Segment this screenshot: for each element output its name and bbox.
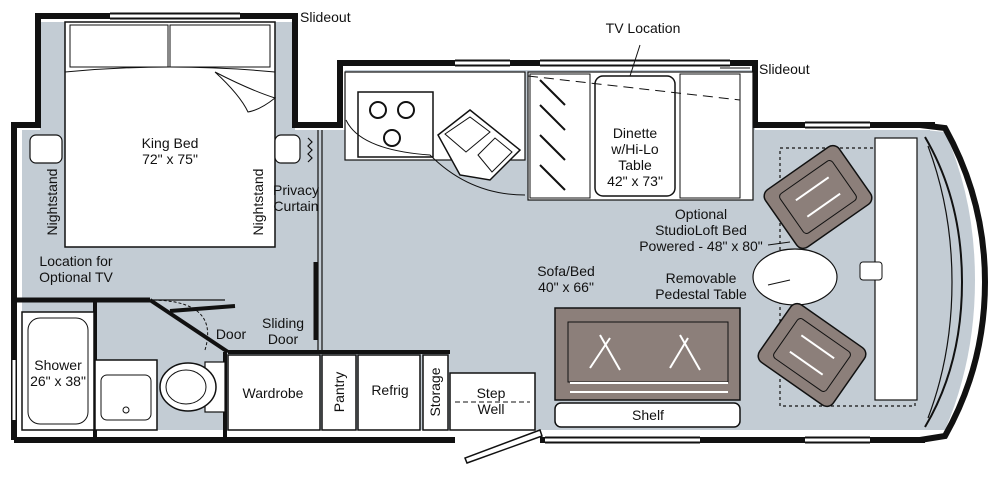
optional-tv-label-2: Optional TV — [39, 269, 113, 285]
step-well-label-2: Well — [477, 401, 505, 417]
bedroom — [14, 21, 323, 352]
shower-label: Shower — [34, 357, 82, 373]
dinette-table — [594, 75, 676, 197]
cabinet-row — [227, 354, 536, 431]
kitchen — [344, 71, 526, 196]
step-well-label-1: Step — [476, 385, 506, 401]
nightstand-left-shape — [29, 134, 63, 164]
king-bed-label: King Bed — [141, 135, 199, 151]
dinette-label-1: Dinette — [612, 125, 658, 141]
slideout-bedroom-label: Slideout — [300, 9, 351, 25]
shower-stall — [21, 311, 95, 431]
tv-location-label: TV Location — [605, 20, 681, 36]
dinette-label-2: w/Hi-Lo — [611, 141, 659, 157]
living-area — [554, 137, 918, 428]
sofa-bed-label-1: Sofa/Bed — [537, 263, 595, 279]
pillow-left — [69, 24, 169, 68]
sliding-door-label-1: Sliding — [261, 315, 305, 331]
refrig-box — [357, 354, 421, 431]
privacy-curtain-label-1: Privacy — [273, 182, 319, 198]
sofa-bed-label-2: 40" x 66" — [538, 279, 594, 295]
dinette-bench-left — [529, 73, 591, 199]
studioloft-label-2: StudioLoft Bed — [655, 222, 747, 238]
slideout-living-label: Slideout — [759, 61, 810, 77]
front-cap — [919, 122, 989, 443]
studioloft-label-1: Optional — [674, 206, 728, 222]
refrig-label: Refrig — [371, 382, 409, 398]
nightstand-right-label: Nightstand — [250, 168, 266, 236]
sliding-door-label-2: Door — [267, 331, 299, 347]
studioloft-label-3: Powered - 48" x 80" — [639, 238, 763, 254]
optional-tv-label-1: Location for — [39, 253, 113, 269]
windows — [12, 14, 870, 442]
kitchen-sink — [437, 109, 522, 181]
pedestal-table — [752, 248, 838, 306]
pillow-right — [169, 24, 271, 68]
bathroom — [21, 311, 226, 431]
wardrobe-box — [227, 354, 321, 431]
recliner-top — [763, 144, 873, 250]
pantry-label: Pantry — [331, 371, 347, 413]
dinette-size-label: 42" x 73" — [607, 173, 663, 189]
cooktop — [357, 91, 434, 158]
dinette-label-3: Table — [618, 157, 652, 173]
dinette-bench-right — [679, 73, 741, 199]
storage-box — [422, 354, 449, 431]
toilet-bowl — [159, 362, 217, 412]
shower-size-label: 26" x 38" — [30, 373, 86, 389]
sofa-bed-shape — [554, 307, 741, 401]
privacy-curtain-label-2: Curtain — [273, 198, 319, 214]
king-bed-size-label: 72" x 75" — [142, 151, 198, 167]
removable-table-label-1: Removable — [665, 270, 737, 286]
door-label: Door — [215, 326, 247, 342]
nightstand-left-label: Nightstand — [44, 168, 60, 236]
storage-label: Storage — [427, 367, 443, 417]
recliner-bottom — [757, 302, 867, 408]
sink-vanity — [94, 359, 158, 431]
removable-table-label-2: Pedestal Table — [655, 286, 747, 302]
nightstand-right-shape — [274, 134, 301, 164]
front-console — [874, 137, 918, 401]
shelf-label: Shelf — [632, 407, 664, 423]
pantry-box — [321, 354, 357, 431]
wardrobe-label: Wardrobe — [242, 385, 304, 401]
dinette — [527, 44, 754, 201]
shelf-shape — [554, 402, 741, 428]
entry-door — [455, 429, 543, 464]
